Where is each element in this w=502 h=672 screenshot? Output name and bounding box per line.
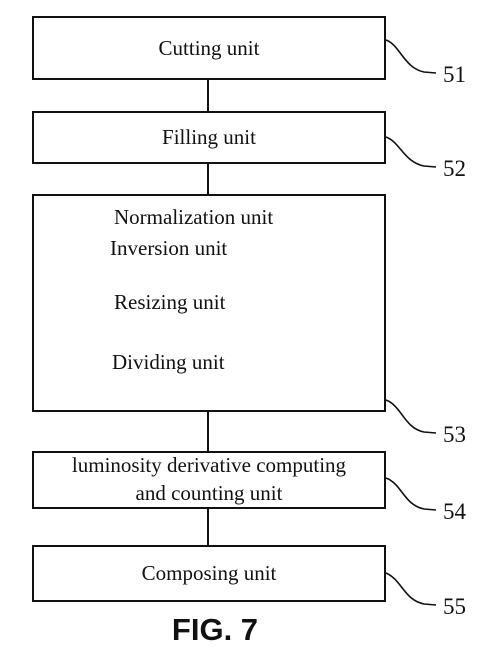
leader-52: [385, 136, 437, 168]
leader-53: [385, 399, 437, 434]
figure-caption: FIG. 7: [171, 612, 259, 647]
ref-52: 52: [443, 156, 466, 181]
normalization-unit-label: Normalization unit: [114, 205, 274, 229]
dividing-unit-label: Dividing unit: [112, 350, 225, 374]
ref-51: 51: [443, 62, 466, 87]
luminosity-unit-label-line2: and counting unit: [135, 481, 283, 505]
luminosity-unit-label-line1: luminosity derivative computing: [71, 453, 347, 477]
composing-unit-box: Composing unit: [32, 545, 386, 602]
ref-53: 53: [443, 422, 466, 447]
leader-55: [385, 572, 437, 606]
filling-unit-label: Filling unit: [162, 125, 256, 149]
cutting-unit-label: Cutting unit: [158, 36, 260, 60]
composing-unit-label: Composing unit: [141, 561, 277, 585]
inversion-unit-label: Inversion unit: [110, 236, 228, 260]
ref-55: 55: [443, 594, 466, 619]
resizing-unit-label: Resizing unit: [114, 290, 226, 314]
filling-unit-box: Filling unit: [32, 111, 386, 164]
processing-module-box: Normalization unit Inversion unit Resizi…: [32, 194, 386, 412]
leader-54: [385, 477, 437, 511]
cutting-unit-box: Cutting unit: [32, 16, 386, 80]
leader-51: [385, 39, 437, 74]
ref-54: 54: [443, 499, 466, 524]
luminosity-unit-box: luminosity derivative computing and coun…: [32, 451, 386, 509]
